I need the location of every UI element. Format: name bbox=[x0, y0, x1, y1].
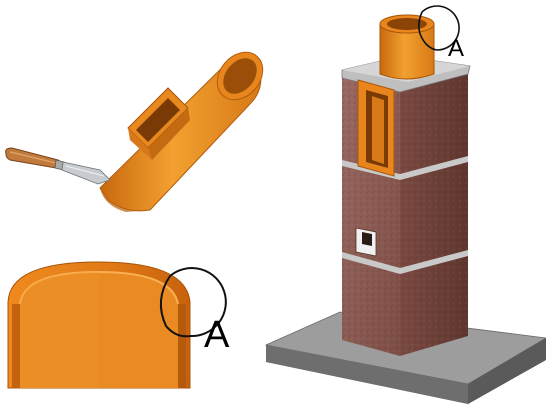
pipe-with-connector bbox=[99, 51, 264, 212]
trowel-icon bbox=[5, 147, 111, 185]
callout-label: A bbox=[448, 35, 464, 62]
callout-detail-a: A bbox=[159, 267, 230, 356]
pipe-section-detail bbox=[7, 261, 191, 389]
callout-label: A bbox=[204, 314, 230, 356]
chimney-stack bbox=[341, 14, 471, 356]
callout-chimney-top: A bbox=[418, 5, 464, 62]
